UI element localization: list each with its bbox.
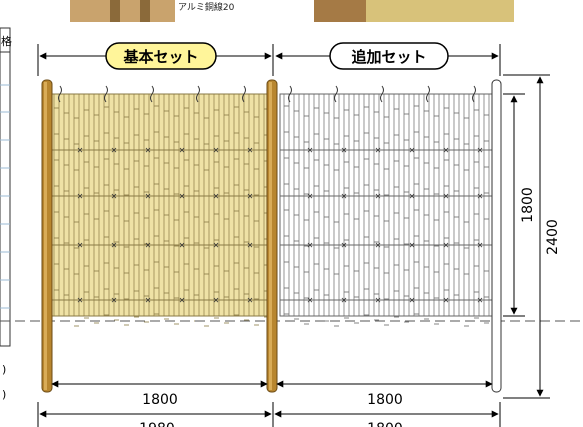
svg-text:✕: ✕ [179,241,186,250]
svg-text:✕: ✕ [247,296,254,305]
svg-text:✕: ✕ [77,146,84,155]
svg-text:✕: ✕ [213,241,220,250]
svg-text:✕: ✕ [341,241,348,250]
svg-text:✕: ✕ [179,296,186,305]
left-cut-text-1: 格 [1,34,12,48]
svg-text:✕: ✕ [477,146,484,155]
svg-text:✕: ✕ [247,192,254,201]
svg-text:✕: ✕ [375,192,382,201]
addon-set-label: 追加セット [329,42,449,70]
left-table-fragment: 格 ) ) [0,27,12,401]
addon-panel [279,93,493,317]
top-caption: アルミ銅線20 [178,1,235,13]
svg-text:✕: ✕ [307,192,314,201]
height-dimensions: 1800 2400 [503,74,561,399]
svg-text:✕: ✕ [443,192,450,201]
svg-text:✕: ✕ [77,241,84,250]
svg-text:✕: ✕ [307,241,314,250]
svg-text:✕: ✕ [179,146,186,155]
basic-panel-slats: ✕ ✕ ✕ ✕ ✕ ✕ ✕ ✕ ✕ ✕ ✕ ✕ ✕ ✕ ✕ ✕ ✕ ✕ ✕ ✕ ✕ ✕ ✕ ✕ [50,85,269,327]
svg-text:✕: ✕ [341,192,348,201]
addon-set-text: 追加セット [351,48,426,66]
svg-text:✕: ✕ [307,296,314,305]
svg-text:✕: ✕ [145,192,152,201]
svg-text:✕: ✕ [213,146,220,155]
height-total-label: 2400 [545,219,561,255]
post-right [491,79,502,393]
basic-set-text: 基本セット [122,48,198,66]
svg-text:✕: ✕ [409,241,416,250]
post-middle [266,79,278,393]
left-cut-text-3: ) [2,388,6,401]
svg-text:✕: ✕ [111,241,118,250]
svg-text:✕: ✕ [77,192,84,201]
width-addon-outer-label: 1800 [367,421,403,427]
post-left [41,79,53,393]
svg-text:✕: ✕ [111,296,118,305]
svg-text:✕: ✕ [247,146,254,155]
top-photo-strip: アルミ銅線20 [70,0,514,22]
svg-text:✕: ✕ [443,241,450,250]
svg-text:✕: ✕ [409,296,416,305]
svg-text:✕: ✕ [375,241,382,250]
svg-text:✕: ✕ [375,296,382,305]
svg-text:✕: ✕ [179,192,186,201]
svg-text:✕: ✕ [443,296,450,305]
svg-text:✕: ✕ [145,241,152,250]
left-cut-text-2: ) [2,363,6,376]
svg-text:✕: ✕ [477,192,484,201]
set-width-arrows [37,44,501,76]
svg-text:✕: ✕ [477,296,484,305]
svg-text:✕: ✕ [409,192,416,201]
svg-text:✕: ✕ [341,296,348,305]
width-basic-outer-label: 1980 [139,421,175,427]
addon-panel-slats: ✕ ✕ ✕ ✕ ✕ ✕ ✕ ✕ ✕ ✕ ✕ ✕ ✕ ✕ ✕ ✕ ✕ ✕ ✕ ✕ ✕ ✕ ✕ ✕ [280,85,492,327]
svg-text:✕: ✕ [111,146,118,155]
svg-text:✕: ✕ [247,241,254,250]
width-basic-inner-label: 1800 [142,392,178,408]
height-fence-label: 1800 [520,187,536,223]
svg-text:✕: ✕ [477,241,484,250]
svg-text:✕: ✕ [213,192,220,201]
basic-set-label: 基本セット [105,42,217,70]
svg-text:✕: ✕ [307,146,314,155]
svg-text:✕: ✕ [213,296,220,305]
svg-text:✕: ✕ [145,296,152,305]
svg-text:✕: ✕ [145,146,152,155]
width-dimensions: 1800 1800 1980 1800 [37,380,501,427]
svg-text:✕: ✕ [111,192,118,201]
svg-text:✕: ✕ [409,146,416,155]
svg-text:✕: ✕ [77,296,84,305]
width-addon-inner-label: 1800 [367,392,403,408]
svg-text:✕: ✕ [341,146,348,155]
svg-text:✕: ✕ [443,146,450,155]
svg-text:✕: ✕ [375,146,382,155]
